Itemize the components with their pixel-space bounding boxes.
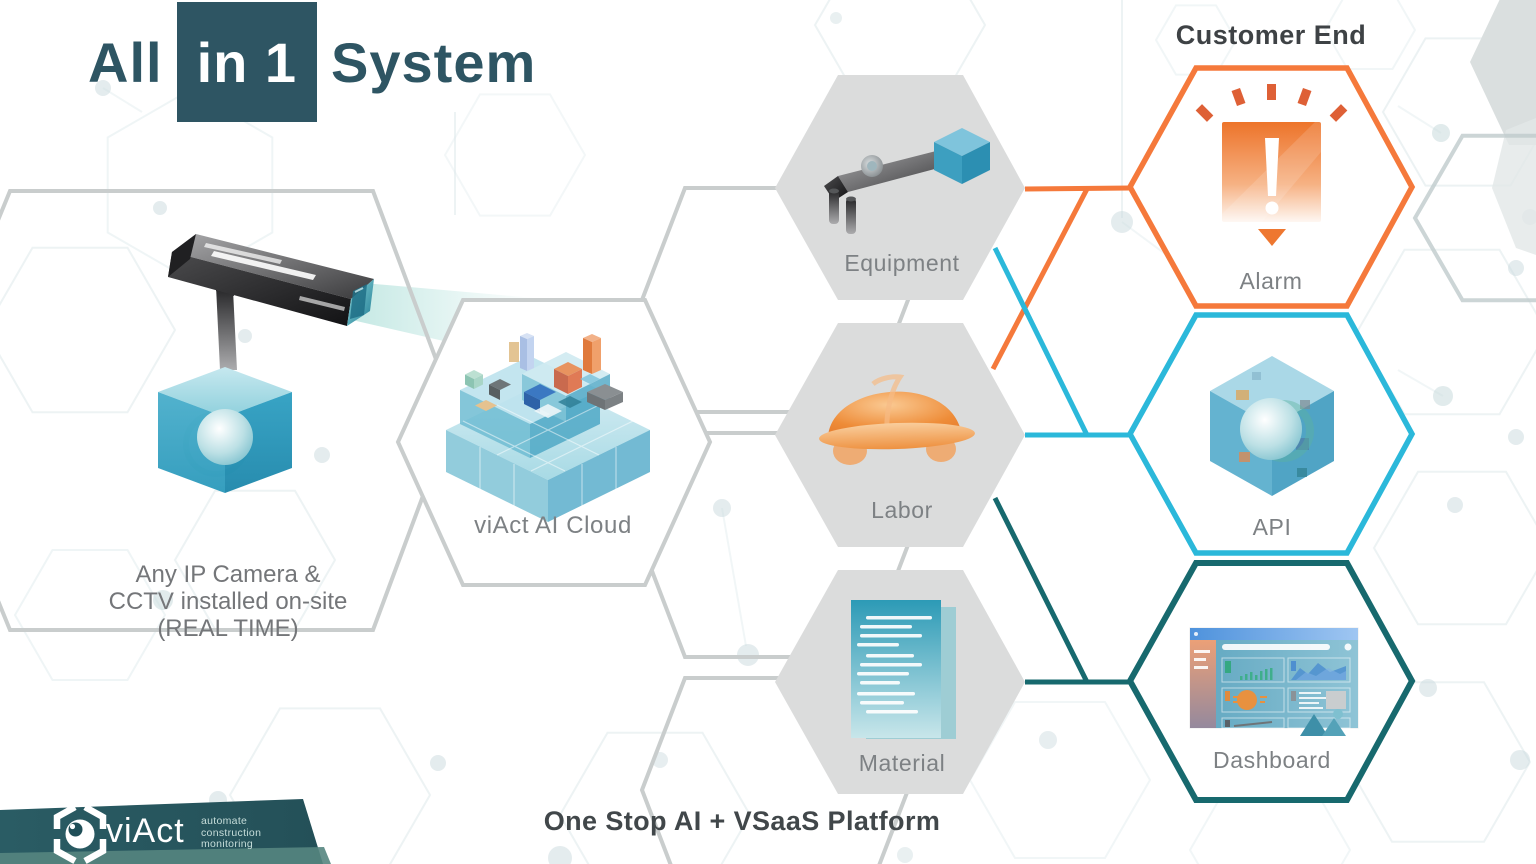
alarm-label: Alarm [1239,268,1303,294]
brand-descriptor-line: monitoring [201,838,254,850]
labor-label: Labor [871,497,933,523]
connector-to-dashboard [992,496,1131,685]
brand-descriptor-line: automate [201,815,248,827]
cctv-camera-icon [158,234,374,493]
dashboard-icon [1189,627,1359,736]
viact-eye-icon [53,804,107,864]
camera-caption: Any IP Camera & CCTV installed on-site (… [108,561,348,642]
platform-tagline: One Stop AI + VSaaS Platform [543,806,941,836]
connector-to-api [992,246,1131,438]
right-edge-decor [1412,0,1536,303]
material-report-icon [851,600,956,739]
dashboard-label: Dashboard [1213,747,1331,773]
title-highlight: in 1 [196,30,298,94]
api-label: API [1252,514,1292,540]
alarm-icon [1195,84,1348,246]
api-cube-icon [1210,356,1334,496]
connector-lines [990,185,1132,685]
connector-to-alarm [990,185,1132,371]
cloud-label: viAct AI Cloud [474,512,632,539]
brand-banner [0,799,331,864]
robotic-arm-icon [824,128,990,234]
equipment-label: Equipment [844,250,960,276]
title-highlight-box: in 1 [176,2,318,122]
hard-hat-icon [819,374,975,465]
brand-descriptor-line: construction [201,826,262,839]
brand-descriptor: automate construction monitoring [201,815,262,851]
title-part-2: System [331,30,537,94]
customer-end-heading: Customer End [1175,20,1367,50]
brand-wordmark: viAct [106,812,185,850]
title-part-1: All [88,30,163,94]
page-title: All in 1 System [88,2,536,122]
ai-cloud-cubes-icon [446,333,650,522]
material-label: Material [858,750,946,776]
